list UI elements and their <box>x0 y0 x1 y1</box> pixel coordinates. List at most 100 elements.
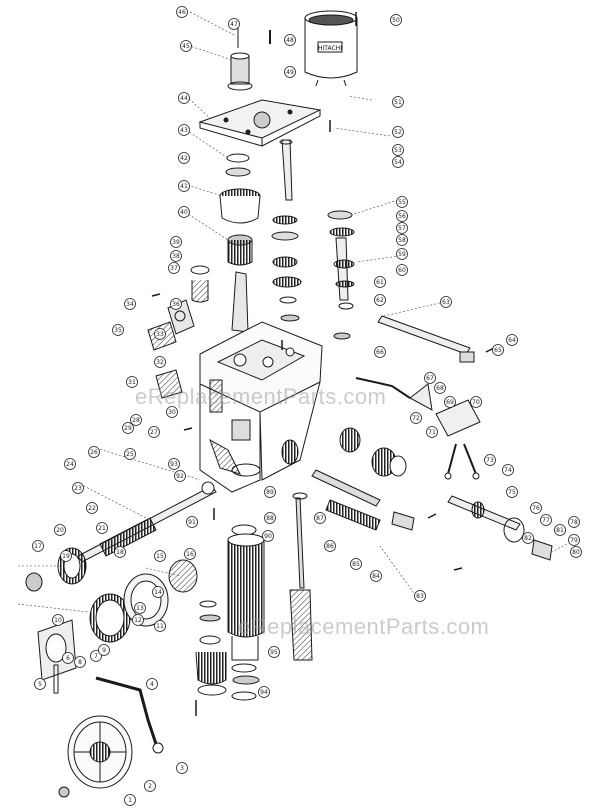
callout-circle <box>410 412 422 424</box>
callout-35: 35 <box>112 324 124 336</box>
callout-58: 58 <box>396 234 408 246</box>
callout-29: 29 <box>122 422 134 434</box>
callout-4: 4 <box>146 678 158 690</box>
callout-number: 31 <box>128 379 136 386</box>
callout-52: 52 <box>392 126 404 138</box>
callout-circle <box>374 346 386 358</box>
callout-circle <box>568 534 580 546</box>
callout-number: 38 <box>172 253 180 260</box>
callout-circle <box>154 620 166 632</box>
upper-pulley <box>227 28 271 91</box>
callout-number: 85 <box>352 561 360 568</box>
callout-49: 49 <box>284 66 296 78</box>
spindle-quill <box>227 524 265 661</box>
callout-83: 83 <box>414 590 426 602</box>
callout-60: 60 <box>396 264 408 276</box>
callout-circle <box>434 382 446 394</box>
callout-number: 10 <box>54 617 62 624</box>
callout-circle <box>184 548 196 560</box>
callout-number: 72 <box>412 415 420 422</box>
callout-72: 72 <box>410 412 422 424</box>
watermark-text-secondary: eReplacementParts.com <box>238 614 490 639</box>
callout-1: 1 <box>124 794 136 806</box>
callout-circle <box>112 324 124 336</box>
callout-number: 67 <box>426 375 434 382</box>
callout-number: 92 <box>176 473 184 480</box>
callout-number: 16 <box>186 551 194 558</box>
callout-number: 81 <box>556 527 564 534</box>
callout-circle <box>440 296 452 308</box>
callout-circle <box>176 6 188 18</box>
callout-75: 75 <box>506 486 518 498</box>
callout-74: 74 <box>502 464 514 476</box>
callout-number: 23 <box>74 485 82 492</box>
callout-77: 77 <box>540 514 552 526</box>
callout-circle <box>72 482 84 494</box>
callout-number: 24 <box>66 461 74 468</box>
callout-67: 67 <box>424 372 436 384</box>
callout-number: 32 <box>156 359 164 366</box>
callout-number: 57 <box>398 225 406 232</box>
callout-number: 17 <box>34 543 42 550</box>
callout-51: 51 <box>392 96 404 108</box>
center-shaft <box>279 139 293 201</box>
callout-circle <box>396 196 408 208</box>
callout-73: 73 <box>484 454 496 466</box>
callout-38: 38 <box>170 250 182 262</box>
callout-68: 68 <box>434 382 446 394</box>
callout-number: 59 <box>398 251 406 258</box>
callout-62: 62 <box>374 294 386 306</box>
callout-70: 70 <box>470 396 482 408</box>
callout-circle <box>146 678 158 690</box>
callout-circle <box>396 248 408 260</box>
callout-33: 33 <box>154 328 166 340</box>
callout-6: 6 <box>62 652 74 664</box>
callout-circle <box>170 236 182 248</box>
callout-circle <box>390 14 402 26</box>
callout-48: 48 <box>284 34 296 46</box>
callout-circle <box>350 558 362 570</box>
callout-circle <box>176 762 188 774</box>
callout-circle <box>180 40 192 52</box>
callout-85: 85 <box>350 558 362 570</box>
callout-number: 80 <box>572 549 580 556</box>
callout-circle <box>178 124 190 136</box>
callout-circle <box>414 590 426 602</box>
callout-87: 87 <box>314 512 326 524</box>
callout-number: 20 <box>56 527 64 534</box>
callout-circle <box>122 422 134 434</box>
callout-circle <box>34 678 46 690</box>
callout-number: 9 <box>102 647 106 654</box>
callout-30: 30 <box>166 406 178 418</box>
callout-54: 54 <box>392 156 404 168</box>
callout-circle <box>60 550 72 562</box>
callout-number: 5 <box>38 681 42 688</box>
callout-number: 35 <box>114 327 122 334</box>
callout-number: 78 <box>570 519 578 526</box>
callout-number: 90 <box>264 533 272 540</box>
callout-number: 94 <box>260 689 268 696</box>
callout-number: 33 <box>156 331 164 338</box>
callout-number: 89 <box>266 489 274 496</box>
callout-circle <box>88 446 100 458</box>
callout-circle <box>396 234 408 246</box>
callout-number: 3 <box>180 765 184 772</box>
callout-number: 50 <box>392 17 400 24</box>
callout-number: 34 <box>126 301 134 308</box>
callout-number: 11 <box>156 623 164 630</box>
callout-number: 36 <box>172 301 180 308</box>
handle-lever <box>95 676 164 754</box>
callout-number: 70 <box>472 399 480 406</box>
callout-number: 53 <box>394 147 402 154</box>
callout-64: 64 <box>506 334 518 346</box>
callout-12: 12 <box>132 614 144 626</box>
callout-circle <box>74 656 86 668</box>
callout-circle <box>502 464 514 476</box>
callout-circle <box>396 264 408 276</box>
callout-circle <box>506 486 518 498</box>
callout-circle <box>178 152 190 164</box>
callout-number: 44 <box>180 95 188 102</box>
callout-number: 30 <box>168 409 176 416</box>
